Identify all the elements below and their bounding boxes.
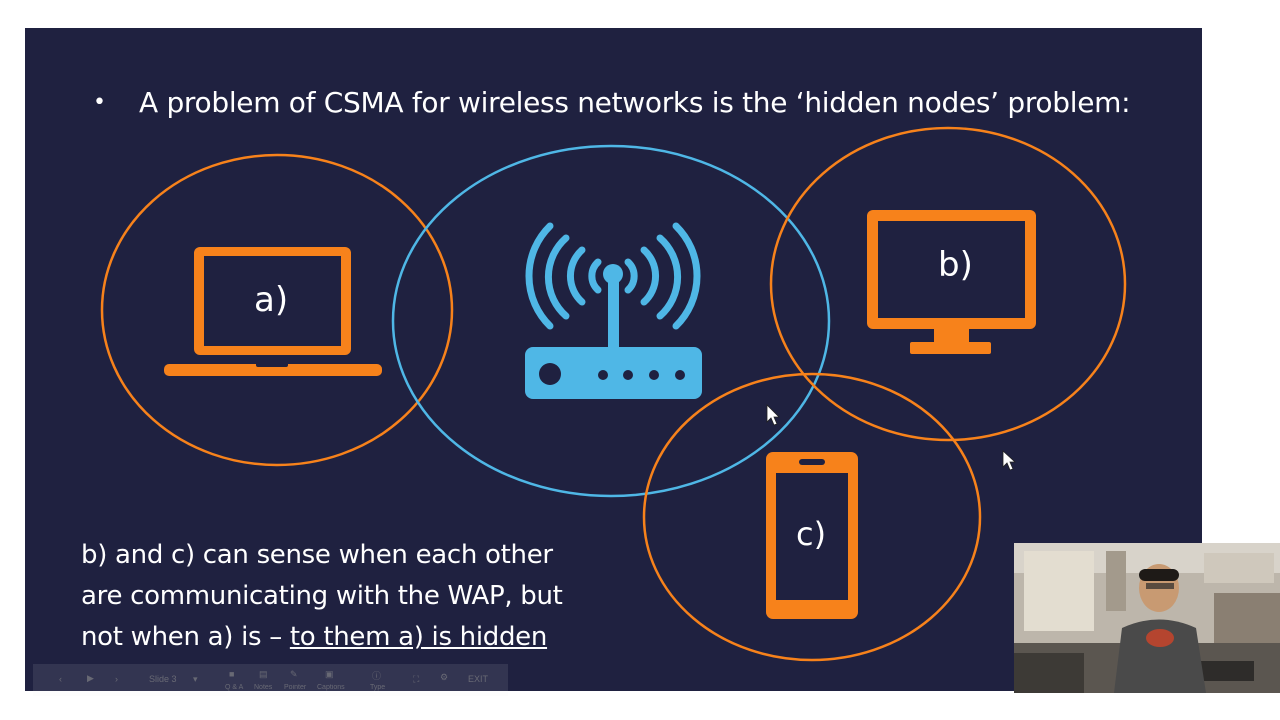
slide-selector[interactable]: Slide 3 — [149, 674, 177, 684]
caption-line: are communicating with the WAP, but — [81, 581, 563, 611]
presenter-video-frame — [1014, 543, 1280, 693]
caption-line: b) and c) can sense when each other — [81, 540, 553, 570]
diagram-canvas — [100, 126, 1127, 662]
info-icon[interactable]: ⓘ — [372, 671, 382, 681]
toolbar-item-qa[interactable]: Q & A — [225, 684, 244, 691]
captions-icon[interactable]: ▣ — [325, 669, 334, 679]
presenter-webcam — [1014, 543, 1280, 693]
chevron-down-icon[interactable]: ▾ — [193, 674, 198, 684]
caption-text: not when a) is – — [81, 622, 290, 652]
phone-range-ellipse — [642, 372, 982, 662]
smartphone-icon — [766, 452, 858, 619]
phone-label: c) — [796, 515, 827, 553]
fullscreen-icon[interactable]: ⛶ — [413, 674, 420, 684]
slide: • A problem of CSMA for wireless network… — [25, 28, 1202, 691]
pointer-icon[interactable]: ✎ — [290, 669, 298, 679]
next-slide-icon[interactable]: › — [115, 674, 118, 684]
caption-line: not when a) is – to them a) is hidden — [81, 617, 641, 658]
router-range-ellipse — [391, 144, 831, 498]
laptop-icon — [164, 247, 382, 376]
notes-icon[interactable]: ▤ — [259, 669, 268, 679]
laptop-range-ellipse — [100, 153, 454, 467]
monitor-range-ellipse — [769, 126, 1127, 442]
mouse-pointer-icon — [1002, 450, 1017, 471]
laptop-label: a) — [254, 280, 289, 320]
toolbar-item-notes[interactable]: Notes — [254, 684, 273, 691]
exit-button[interactable]: EXIT — [468, 674, 489, 684]
bullet-marker: • — [93, 90, 106, 115]
monitor-icon — [867, 210, 1036, 354]
monitor-label: b) — [938, 245, 973, 285]
caption-underlined-text: to them a) is hidden — [289, 622, 548, 652]
wireless-router-icon — [525, 222, 702, 399]
play-icon[interactable]: ▶ — [87, 673, 94, 683]
slide-caption: b) and c) can sense when each other are … — [81, 535, 641, 658]
toolbar-item-type[interactable]: Type — [370, 684, 386, 691]
gear-icon[interactable]: ⚙ — [440, 672, 449, 682]
presentation-toolbar: ‹ ▶ › Slide 3 ▾ ■ Q & A ▤ Notes ✎ Pointe… — [33, 664, 508, 696]
qa-icon[interactable]: ■ — [229, 669, 235, 679]
prev-slide-icon[interactable]: ‹ — [59, 674, 62, 684]
mouse-pointer-icon — [766, 404, 780, 426]
toolbar-item-captions[interactable]: Captions — [317, 684, 345, 691]
slide-bullet-text: A problem of CSMA for wireless networks … — [139, 86, 1131, 119]
toolbar-item-pointer[interactable]: Pointer — [284, 684, 307, 691]
